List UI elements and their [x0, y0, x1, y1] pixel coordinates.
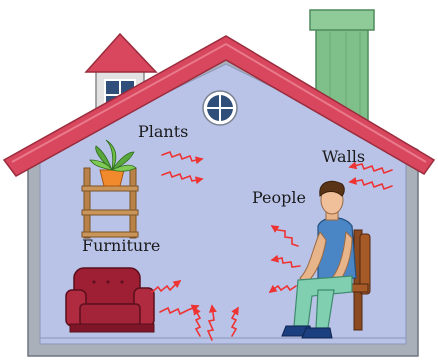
- label-walls: Walls: [322, 149, 365, 165]
- label-furniture: Furniture: [82, 238, 160, 254]
- round-window-icon: [203, 91, 237, 125]
- label-people: People: [252, 190, 306, 206]
- label-plants: Plants: [138, 124, 188, 140]
